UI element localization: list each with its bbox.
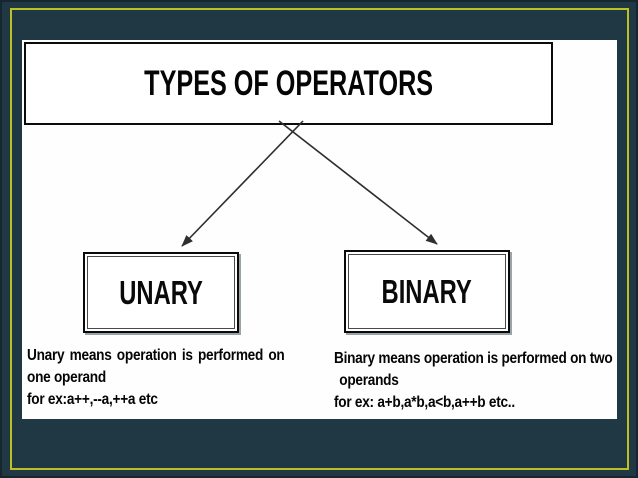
arrow-to-binary xyxy=(278,120,438,245)
binary-description: Binary means operation is performed on t… xyxy=(334,348,613,414)
unary-description-line: one operand xyxy=(27,369,106,386)
unary-description: Unary means operation is performed on on… xyxy=(27,345,285,411)
unary-box: UNARY xyxy=(83,252,239,333)
slide-title: TYPES OF OPERATORS xyxy=(144,63,433,103)
binary-box-label: BINARY xyxy=(381,272,473,310)
unary-description-line: Unary means operation is performed on xyxy=(27,347,285,364)
binary-box: BINARY xyxy=(344,250,510,333)
unary-box-label: UNARY xyxy=(119,273,203,311)
title-box: TYPES OF OPERATORS xyxy=(24,42,553,125)
arrow-to-unary xyxy=(181,120,304,247)
binary-example-line: for ex: a+b,a*b,a<b,a++b etc.. xyxy=(334,394,515,411)
binary-description-line: Binary means operation is performed on t… xyxy=(334,350,613,367)
unary-example-line: for ex:a++,--a,++a etc xyxy=(27,391,158,408)
slide-canvas: TYPES OF OPERATORS UNARY BINARY Unary me… xyxy=(22,40,617,419)
binary-description-line: operands xyxy=(339,372,399,389)
